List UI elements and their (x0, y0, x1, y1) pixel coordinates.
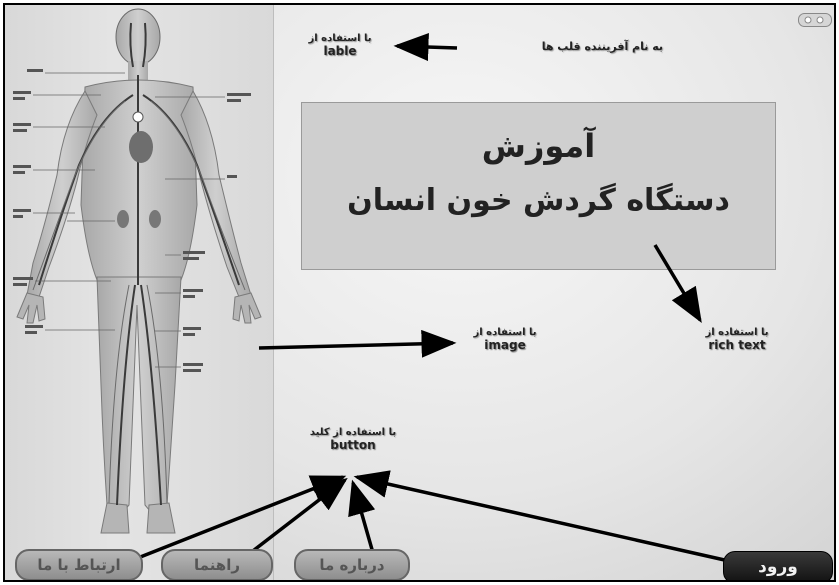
app-window: با استفاده از lable به نام آفریننده قلب … (3, 3, 836, 582)
help-button[interactable]: راهنما (161, 549, 273, 581)
enter-button[interactable]: ورود (723, 551, 833, 582)
contact-us-button[interactable]: ارتباط با ما (15, 549, 143, 581)
annotation-arrows (5, 5, 836, 582)
about-us-button[interactable]: درباره ما (294, 549, 410, 581)
